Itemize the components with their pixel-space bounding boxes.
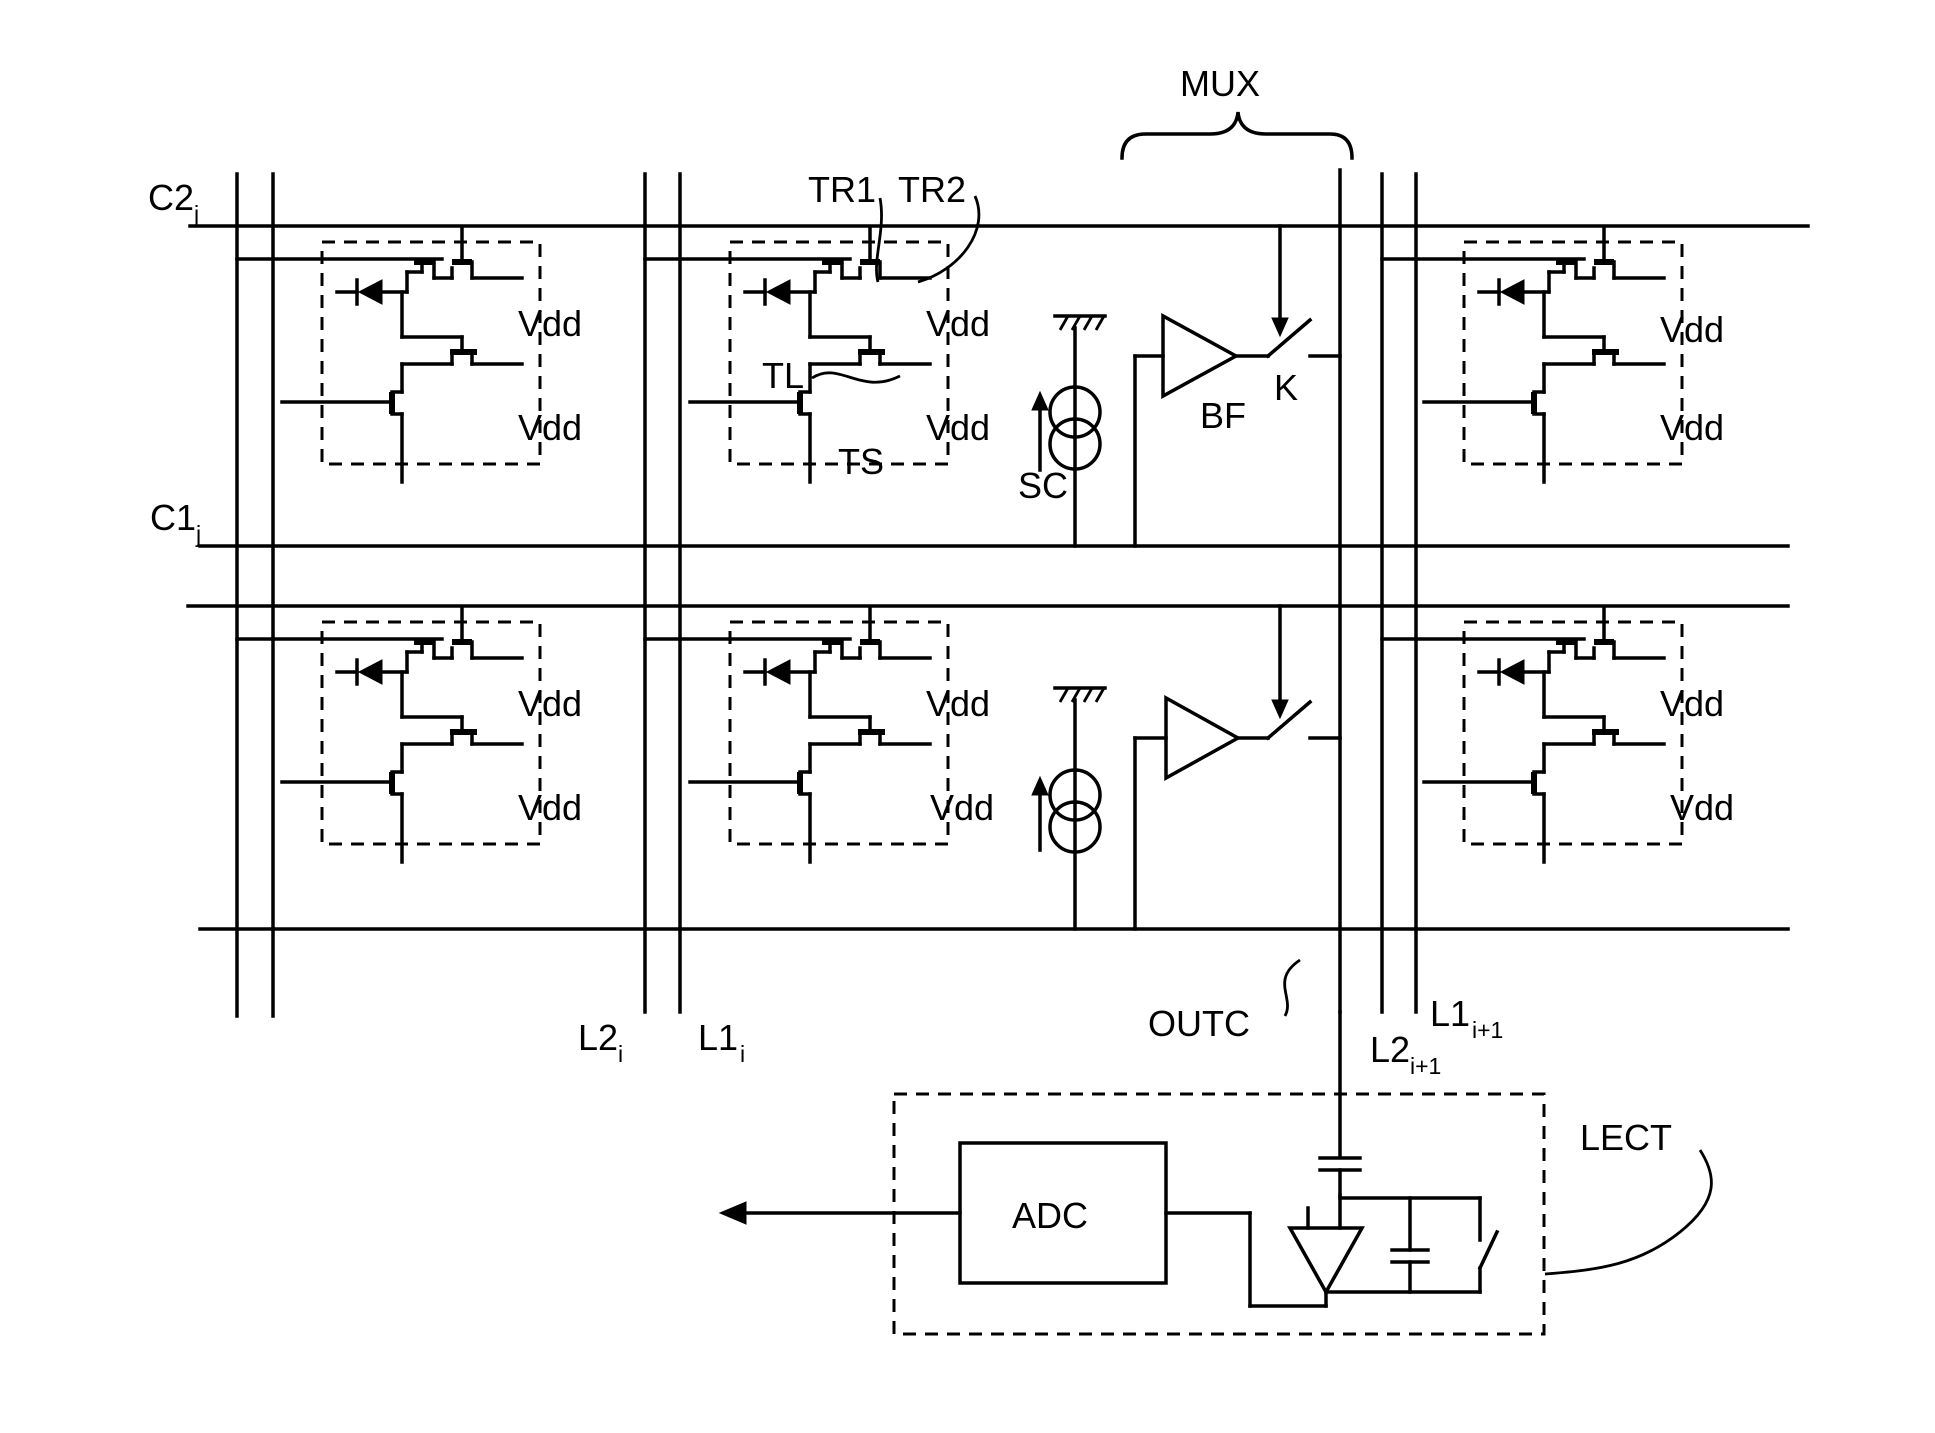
sc-label: SC xyxy=(1018,465,1068,506)
column-lines-right xyxy=(1382,174,1416,1012)
l2i-label: L2 xyxy=(578,1017,618,1058)
vdd-label-12: Vdd xyxy=(1670,787,1734,828)
mux-label: MUX xyxy=(1180,63,1260,104)
l1i1-subscript: i+1 xyxy=(1472,1017,1503,1043)
l2i1-label: L2 xyxy=(1370,1029,1410,1070)
series-capacitor xyxy=(1320,1158,1360,1195)
vdd-label-5: Vdd xyxy=(1660,309,1724,350)
feedback-capacitor xyxy=(1392,1198,1428,1292)
c2-label: C2 xyxy=(148,177,194,218)
adc-label: ADC xyxy=(1012,1195,1088,1236)
l1i-subscript: i xyxy=(740,1041,745,1067)
pixel-cell-top-left xyxy=(282,228,540,482)
vdd-label-4: Vdd xyxy=(926,407,990,448)
outc-leader xyxy=(1285,960,1300,1016)
l2i-subscript: i xyxy=(618,1041,623,1067)
lect-leader xyxy=(1545,1150,1711,1274)
lect-label: LECT xyxy=(1580,1117,1672,1158)
vdd-label-10: Vdd xyxy=(930,787,994,828)
k-label: K xyxy=(1274,367,1298,408)
switch-k-bottom[interactable] xyxy=(1268,606,1340,738)
pixel-cell-bottom-mid xyxy=(690,608,948,862)
vdd-label-3: Vdd xyxy=(926,303,990,344)
charge-amplifier xyxy=(1166,1195,1480,1306)
pixel-cell-top-right xyxy=(1424,228,1682,482)
ts-label: TS xyxy=(838,441,884,482)
c1-label: C1 xyxy=(150,497,196,538)
mux-brace xyxy=(1122,112,1352,158)
switch-k-top[interactable] xyxy=(1268,226,1340,356)
pixel-cell-top-mid xyxy=(690,228,948,482)
l1i1-label: L1 xyxy=(1430,993,1470,1034)
adc-output-arrow xyxy=(720,1202,746,1224)
current-source-sc-bottom xyxy=(1032,688,1105,929)
tr1-label: TR1 xyxy=(808,169,876,210)
vdd-label-6: Vdd xyxy=(1660,407,1724,448)
pixel-cell-bottom-left xyxy=(282,608,540,862)
vdd-label-8: Vdd xyxy=(518,787,582,828)
reset-switch[interactable] xyxy=(1480,1198,1497,1292)
l2i1-subscript: i+1 xyxy=(1410,1053,1441,1079)
vdd-label-11: Vdd xyxy=(1660,683,1724,724)
vdd-label-1: Vdd xyxy=(518,303,582,344)
c2-subscript: j xyxy=(193,201,199,227)
current-source-sc-top xyxy=(1032,316,1105,546)
tr2-label: TR2 xyxy=(898,169,966,210)
outc-label: OUTC xyxy=(1148,1003,1250,1044)
vdd-label-7: Vdd xyxy=(518,683,582,724)
vdd-label-9: Vdd xyxy=(926,683,990,724)
tl-leader xyxy=(812,373,900,382)
l1i-label: L1 xyxy=(698,1017,738,1058)
column-lines-left xyxy=(237,174,273,1016)
bf-label: BF xyxy=(1200,395,1246,436)
c1-subscript: j xyxy=(195,521,201,547)
pixel-cell-bottom-right xyxy=(1424,608,1682,862)
buffer-bf-bottom xyxy=(1135,698,1268,929)
column-lines-mid xyxy=(645,174,680,1012)
vdd-label-2: Vdd xyxy=(518,407,582,448)
tl-label: TL xyxy=(762,355,804,396)
